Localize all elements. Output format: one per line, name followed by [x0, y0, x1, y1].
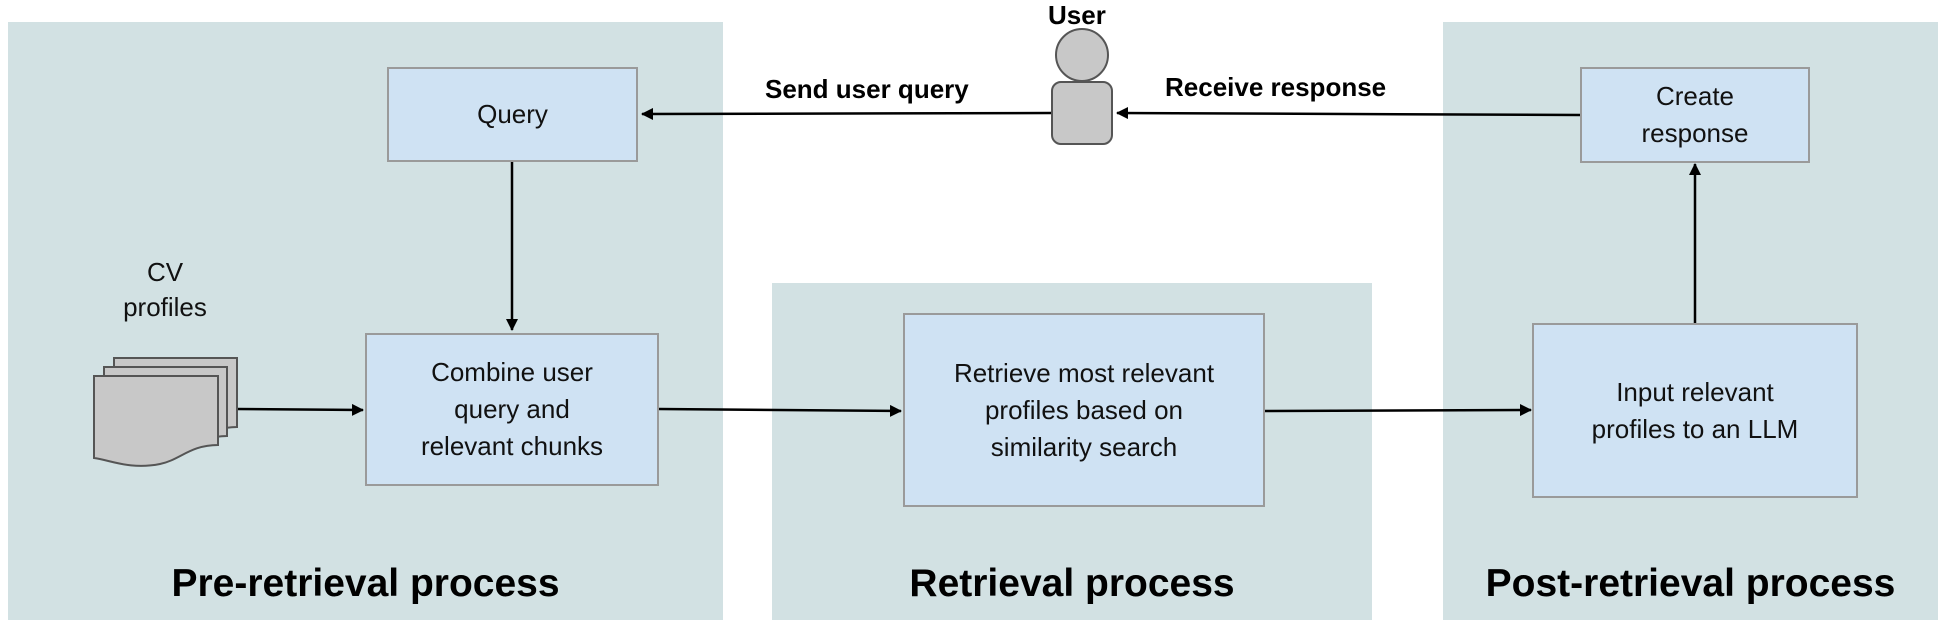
create-response-text: Create response — [1642, 78, 1749, 152]
retrieve-box: Retrieve most relevant profiles based on… — [903, 313, 1265, 507]
retrieval-panel: Retrieval process — [772, 283, 1372, 620]
combine-line-1: Combine user — [431, 357, 593, 387]
input-llm-text: Input relevant profiles to an LLM — [1592, 374, 1799, 448]
retrieve-line-3: similarity search — [990, 431, 1178, 462]
documents-icon — [93, 357, 238, 467]
create-response-line-2: response — [1641, 118, 1749, 148]
user-icon — [1051, 28, 1113, 145]
retrieve-line-1: Retrieve most relevant — [953, 357, 1215, 388]
combine-text: Combine user query and relevant chunks — [421, 354, 603, 465]
query-text: Query — [477, 99, 548, 129]
post-retrieval-title: Post-retrieval process — [1485, 562, 1896, 605]
receive-response-label: Receive response — [1165, 72, 1387, 102]
create-response-box: Create response — [1580, 67, 1810, 163]
cv-profiles-line-1: CV — [146, 257, 184, 287]
user-label: User — [1048, 0, 1106, 30]
combine-line-3: relevant chunks — [420, 431, 604, 461]
retrieve-text: Retrieve most relevant profiles based on… — [954, 355, 1214, 466]
arrow-cv-to-combine — [235, 403, 364, 416]
cv-profiles-line-2: profiles — [123, 292, 207, 322]
arrow-receive-response — [1116, 107, 1582, 120]
cv-profiles-label: CV profiles — [100, 255, 230, 325]
arrow-combine-to-retrieve — [658, 404, 902, 417]
retrieval-title: Retrieval process — [909, 562, 1235, 605]
pre-retrieval-title: Pre-retrieval process — [171, 562, 560, 605]
arrow-send-query — [641, 107, 1053, 120]
query-box: Query — [387, 67, 638, 162]
input-llm-line-1: Input relevant — [1616, 376, 1774, 407]
combine-line-2: query and — [454, 394, 570, 424]
input-llm-line-2: profiles to an LLM — [1591, 413, 1799, 444]
retrieve-line-2: profiles based on — [984, 394, 1183, 425]
input-llm-box: Input relevant profiles to an LLM — [1532, 323, 1858, 498]
arrow-retrieve-to-llm — [1264, 404, 1532, 417]
create-response-line-1: Create — [1655, 81, 1735, 111]
send-query-label: Send user query — [765, 74, 969, 104]
combine-box: Combine user query and relevant chunks — [365, 333, 659, 486]
